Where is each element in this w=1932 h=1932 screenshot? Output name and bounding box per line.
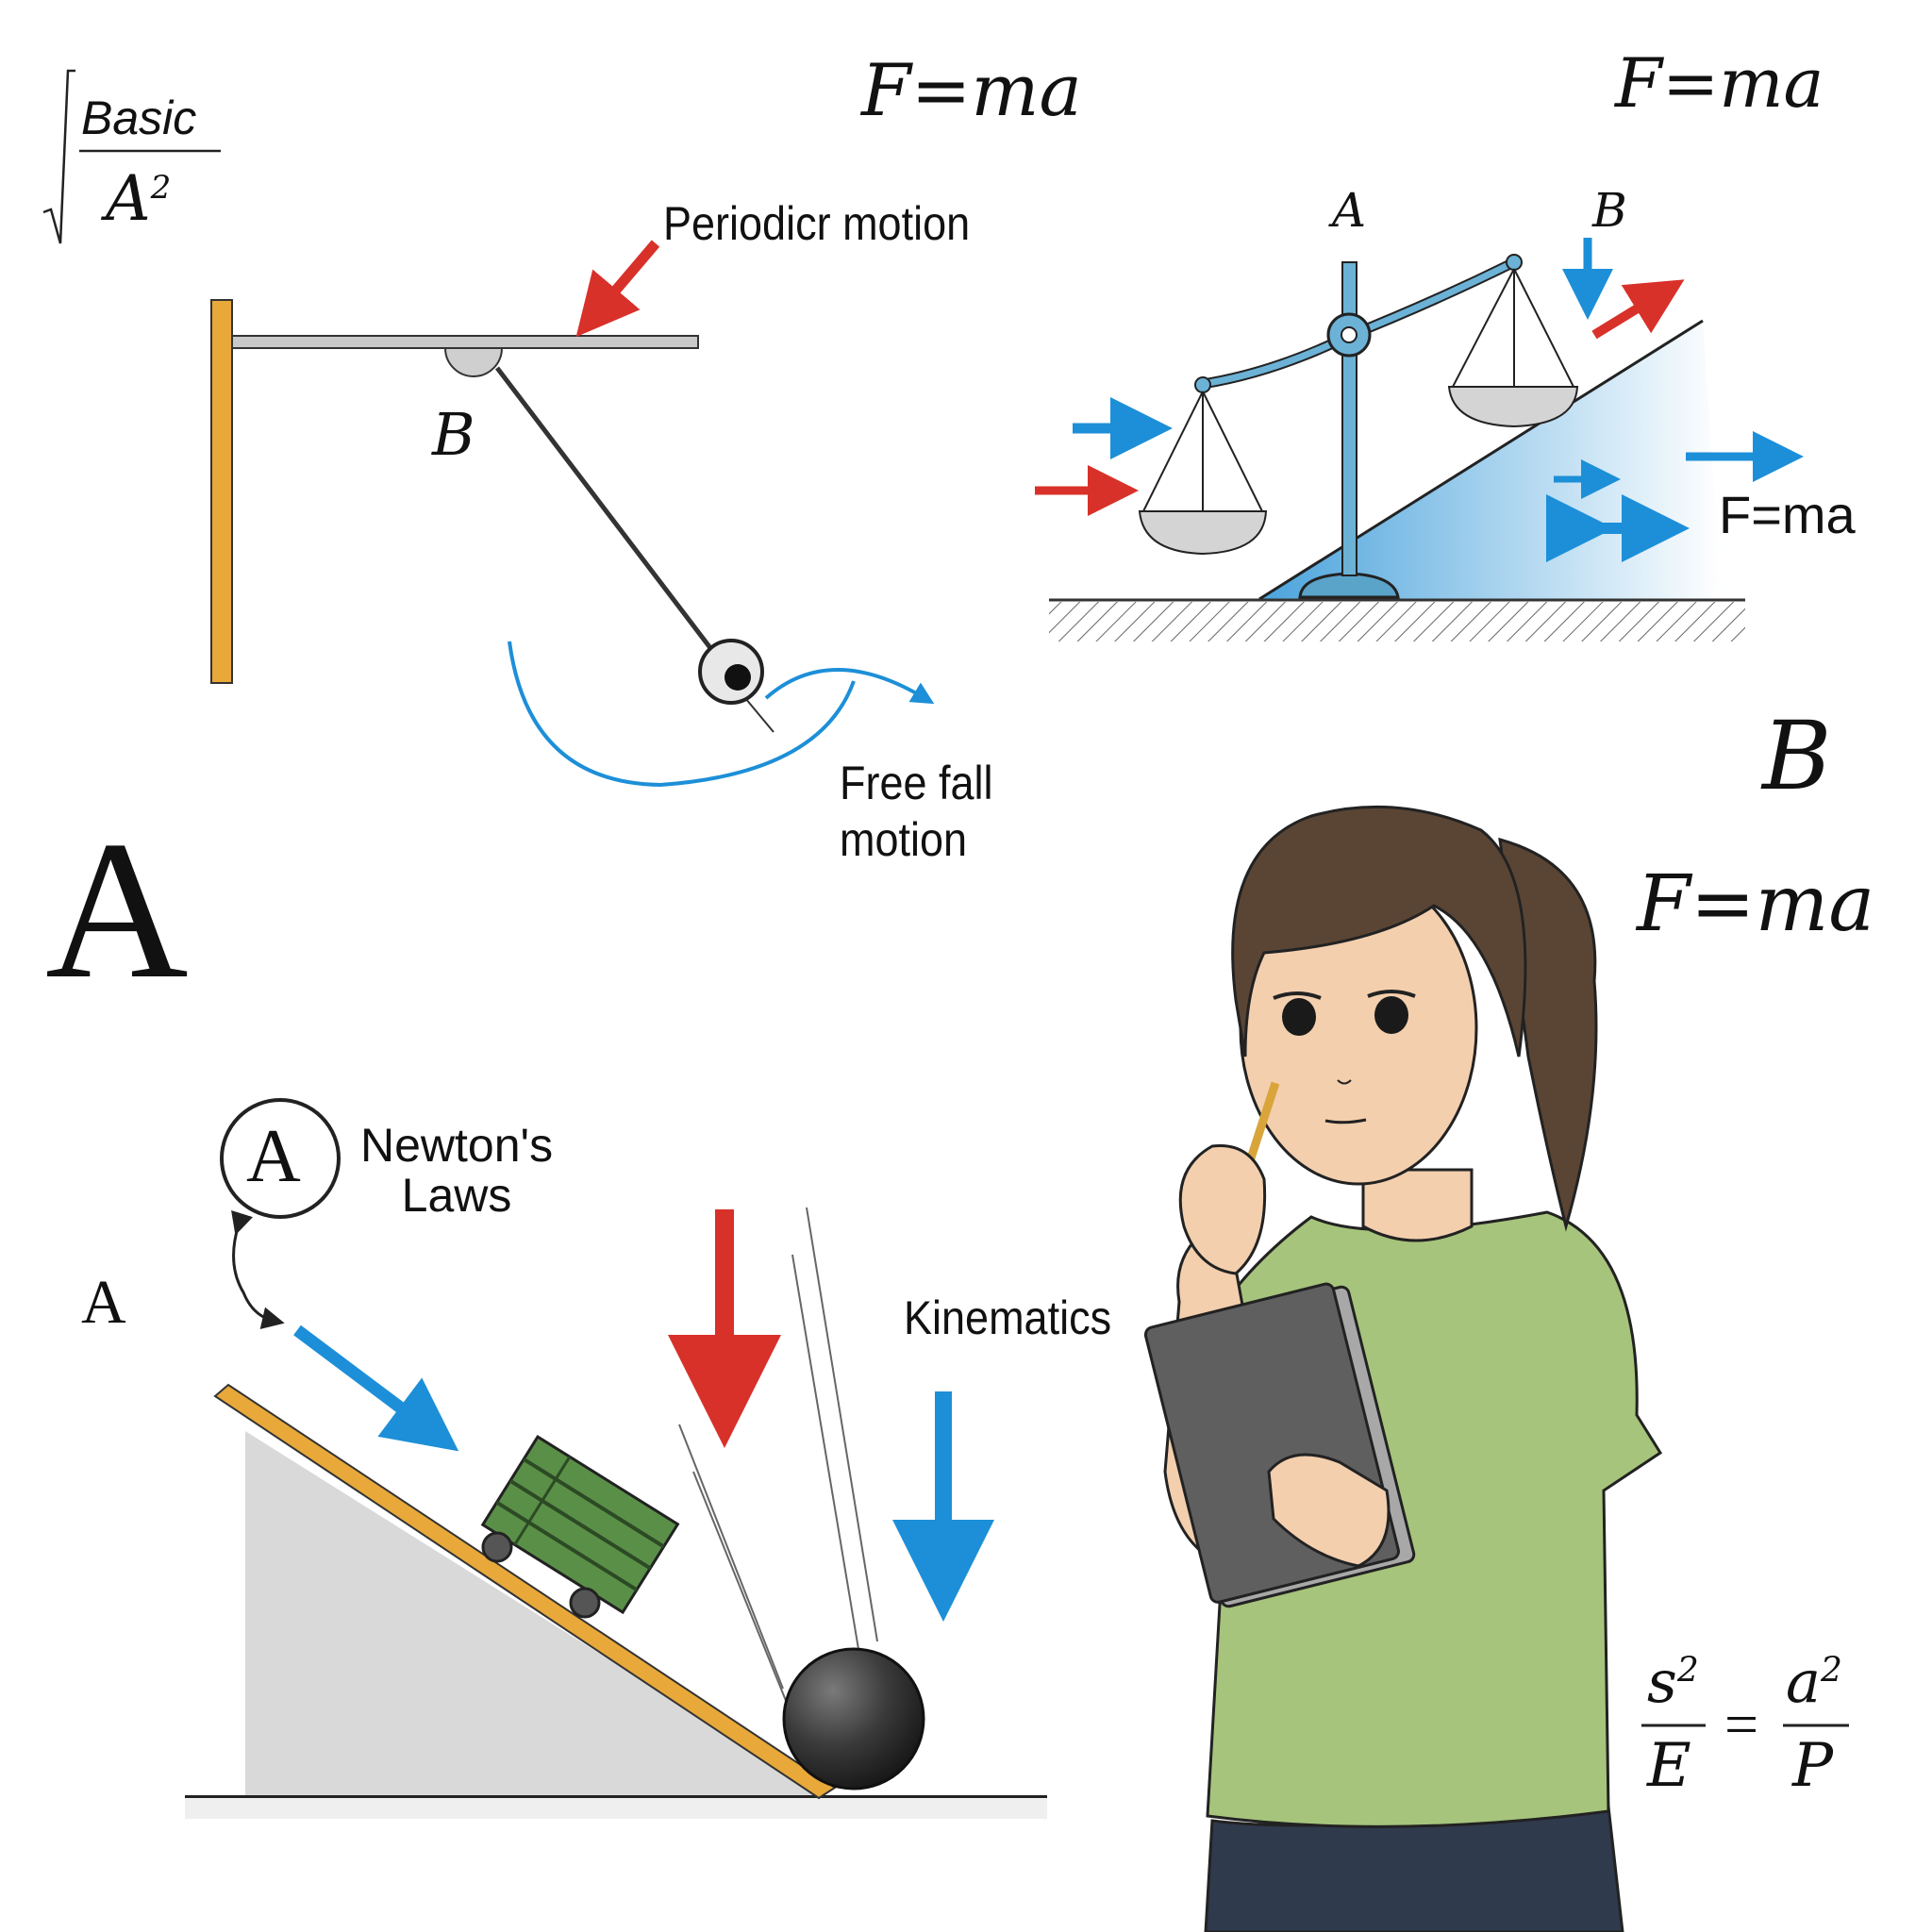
radical-denominator-exp: 2 [150,169,172,207]
incline-diagram [185,1098,1047,1819]
radical-denominator: A2 [106,168,171,230]
swing-arrow [764,668,935,705]
green-cart [480,1434,680,1615]
balance-label-a: A [1332,183,1367,238]
incline-ramp [213,1383,837,1800]
incline-letter-a: A [81,1268,126,1337]
raised-hand [1178,1143,1267,1275]
pendulum-diagram [210,240,935,788]
formula-right-mid: F=ma [1637,859,1875,949]
eq-rhs-numerator: a2 [1786,1653,1842,1711]
eq-rhs-num-exp: 2 [1820,1651,1842,1690]
left-eye [1282,998,1316,1036]
rolling-ball [782,1647,925,1790]
hair [1231,805,1527,1058]
pendulum-bob-core [724,664,751,691]
eq-rhs-denominator: P [1792,1731,1834,1801]
balance-right-pan [1447,268,1579,428]
cart-wheel [481,1531,513,1563]
balance-left-pan [1138,391,1268,556]
holding-hand [1267,1453,1391,1568]
eq-lhs-denominator: E [1647,1731,1691,1801]
free-fall-label: Free fall motion [840,757,993,866]
support-post [210,299,233,684]
wedge [1259,321,1722,599]
pivot-label: B [432,400,475,469]
formula-top-right: F=ma [1615,43,1824,123]
periodic-motion-arrow [575,240,660,338]
swing-arc [508,641,856,788]
student-figure [1143,805,1663,1932]
radical-denominator-base: A [106,162,151,235]
eq-lhs-num-base: s [1647,1647,1677,1716]
periodic-motion-label: Periodicr motion [663,197,971,250]
mouth [1324,1118,1367,1124]
support-beam [231,335,699,349]
eq-equals: = [1724,1690,1759,1757]
curly-arrow [231,1209,285,1330]
pivot-bearing [443,347,504,377]
pencil [1242,1081,1280,1172]
big-letter-a: A [45,801,189,1020]
ground-hatch [1049,602,1745,641]
blue-arrow-diag [293,1324,459,1452]
pendulum-tail [744,697,774,733]
force-arrow-red-diag [1591,279,1685,340]
balance-formula: F=ma [1719,485,1856,544]
eq-lhs-num-exp: 2 [1676,1651,1699,1690]
balance-label-b: B [1592,183,1627,238]
eq-lhs-numerator: s2 [1647,1653,1699,1711]
radical-numerator: Basic [81,92,197,144]
newtons-laws-circle-letter: A [246,1115,301,1198]
cart-wheel [569,1587,601,1619]
balance-diagram [1035,238,1804,641]
big-letter-b: B [1762,701,1832,811]
formula-top-center: F=ma [861,48,1082,132]
newtons-laws-label: Newton's Laws [360,1119,554,1222]
balance-pillar [1341,261,1357,576]
pendulum-rod [495,366,722,662]
eq-rhs-num-base: a [1786,1647,1821,1716]
motion-streaks [678,1207,878,1718]
radical-sign [42,69,221,244]
right-eye [1374,996,1408,1034]
kinematics-label: Kinematics [904,1291,1112,1344]
